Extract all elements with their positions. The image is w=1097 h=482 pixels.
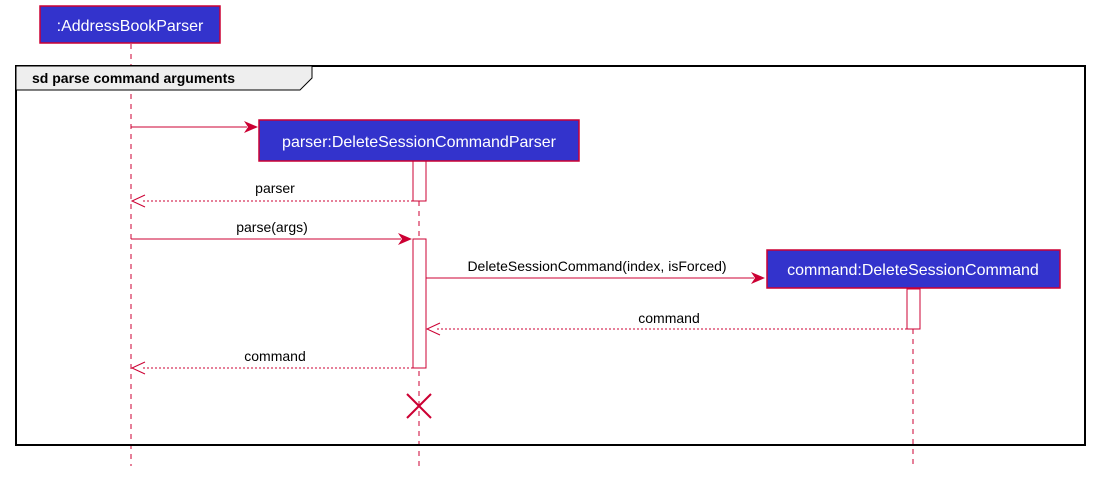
message-label: parse(args) (236, 219, 308, 235)
frame-border (15, 65, 1086, 446)
participant-address-book-parser: :AddressBookParser (39, 5, 221, 44)
arrowhead (751, 272, 765, 284)
participant-label: command:DeleteSessionCommand (787, 262, 1039, 279)
arrowhead (130, 361, 146, 375)
participant-command: command:DeleteSessionCommand (766, 249, 1061, 289)
arrowhead (425, 322, 441, 336)
message-label: command (638, 310, 699, 326)
message-label: DeleteSessionCommand(index, isForced) (467, 258, 726, 274)
participant-label: parser:DeleteSessionCommandParser (282, 134, 557, 151)
arrowhead (398, 233, 412, 245)
participant-box (258, 119, 580, 162)
message-create-parser (131, 121, 258, 133)
frame-tab (15, 65, 313, 91)
message-label: parser (255, 180, 295, 196)
destroy-marker-icon (406, 393, 432, 419)
message-return-parser: parser (130, 180, 413, 208)
arrowhead (244, 121, 258, 133)
destroy-stroke (406, 393, 432, 419)
participant-label: :AddressBookParser (57, 18, 204, 35)
frame-title: sd parse command arguments (32, 70, 235, 86)
message-parse-args: parse(args) (131, 219, 412, 245)
activation-parser-parse (412, 238, 427, 369)
message-return-command-to-parser: command (425, 310, 907, 336)
participant-box (766, 249, 1061, 289)
message-label: command (244, 348, 305, 364)
activation-parser-constructor (412, 160, 427, 202)
message-create-command: DeleteSessionCommand(index, isForced) (426, 258, 765, 284)
message-return-command-to-abp: command (130, 348, 413, 375)
arrowhead (130, 194, 146, 208)
participant-box (39, 5, 221, 44)
activation-command-constructor (906, 288, 921, 330)
interaction-frame: sd parse command arguments (15, 65, 1086, 446)
participant-parser: parser:DeleteSessionCommandParser (258, 119, 580, 162)
